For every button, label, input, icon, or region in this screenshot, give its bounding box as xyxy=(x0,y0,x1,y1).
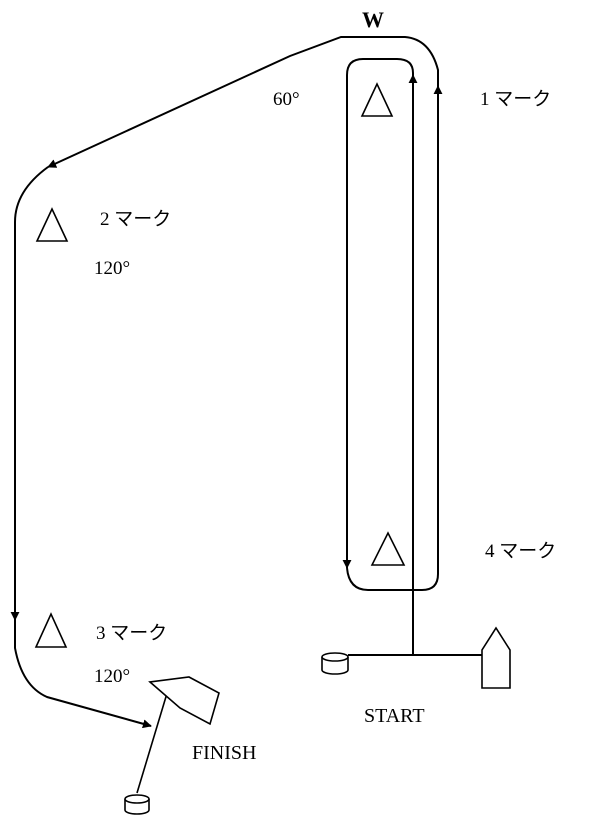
start-label: START xyxy=(364,705,425,727)
start-committee-boat-icon xyxy=(481,626,511,689)
mark4-label: 4 マーク xyxy=(485,541,557,562)
course-leg-mark1-to-mark4 xyxy=(342,58,414,569)
finish-label: FINISH xyxy=(192,742,257,764)
mark2-triangle-icon xyxy=(35,207,69,242)
mark4-triangle-icon xyxy=(370,531,406,566)
mark1-label: 1 マーク xyxy=(480,89,552,110)
windward-angle-label: 60° xyxy=(273,89,300,110)
finish-committee-boat-icon xyxy=(148,676,220,726)
start-buoy-icon xyxy=(321,652,349,675)
mark2-label: 2 マーク xyxy=(100,209,172,230)
course-leg-mark4-to-mark1 xyxy=(346,85,443,591)
mark2-angle-label: 120° xyxy=(94,258,131,279)
finish-line xyxy=(136,689,169,794)
course-leg-mark2-to-mark3 xyxy=(10,166,49,621)
mark3-triangle-icon xyxy=(34,612,68,648)
course-leg-mark3-to-finish xyxy=(14,620,152,729)
wind-direction-label: W xyxy=(362,7,384,32)
finish-buoy-icon xyxy=(124,794,150,815)
mark3-label: 3 マーク xyxy=(96,623,168,644)
course-leg-mark1-to-mark2 xyxy=(47,36,439,168)
mark1-triangle-icon xyxy=(360,82,394,117)
mark3-angle-label: 120° xyxy=(94,666,131,687)
